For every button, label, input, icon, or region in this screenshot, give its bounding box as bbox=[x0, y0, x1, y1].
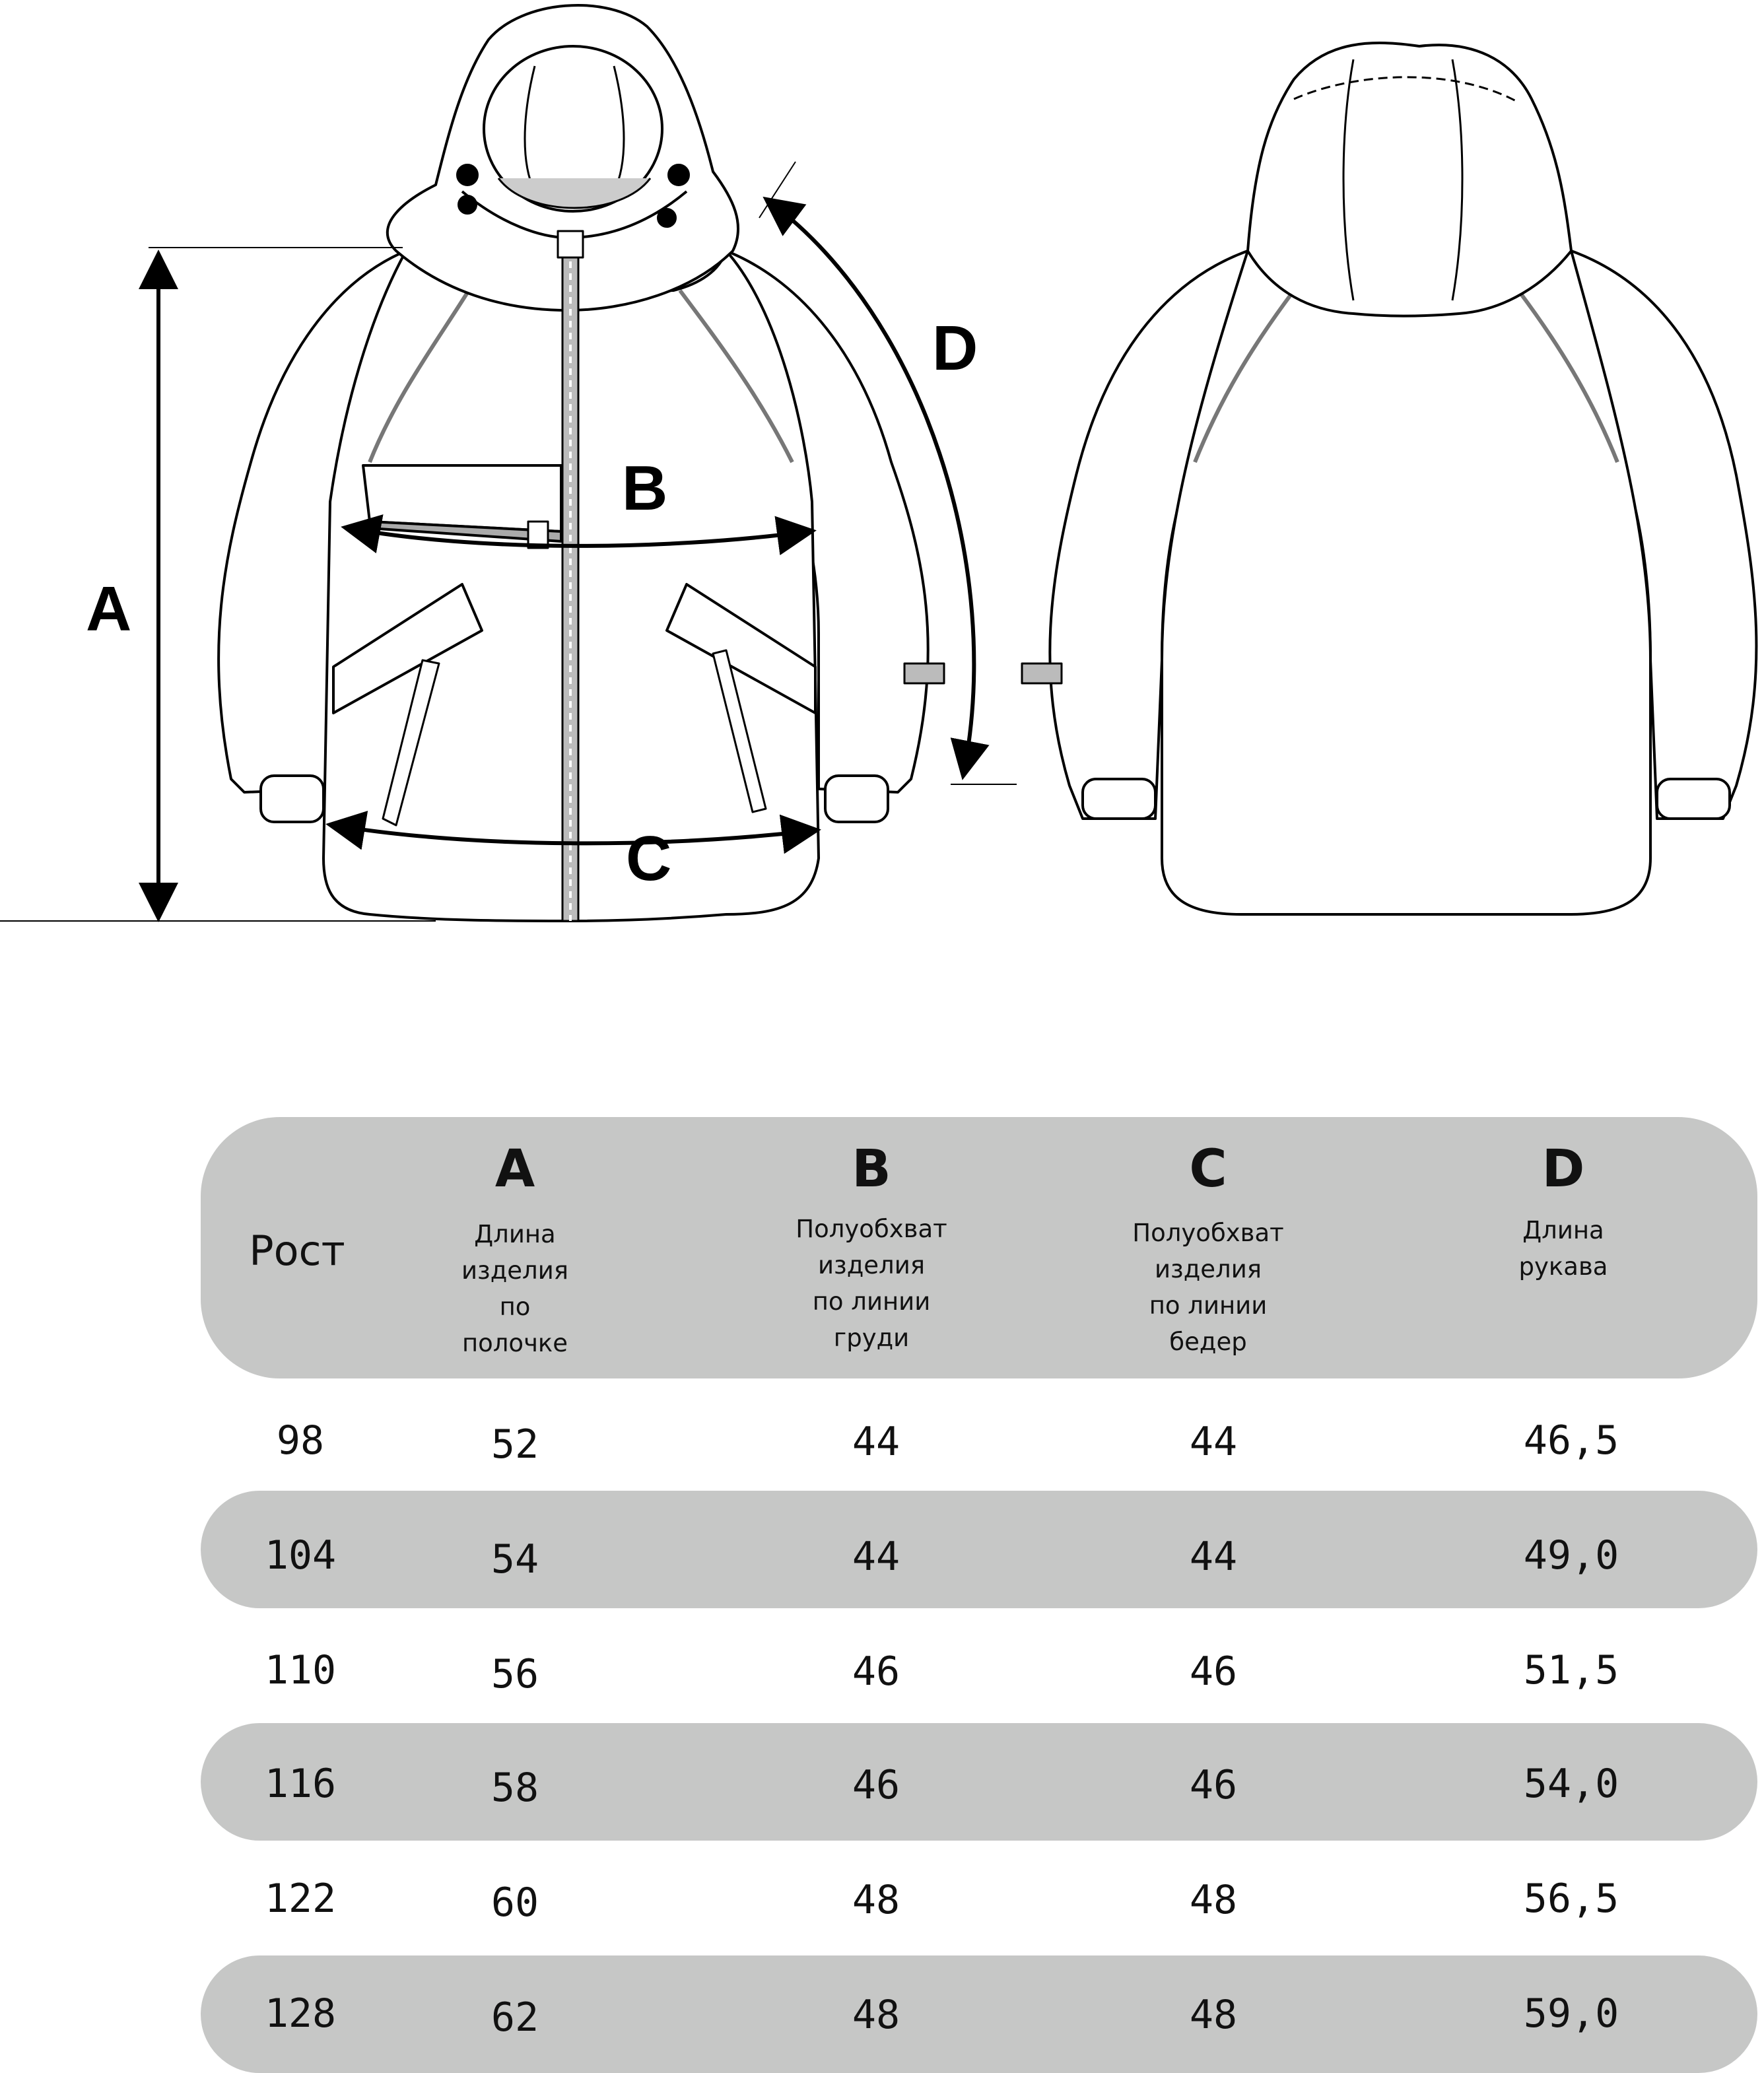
front-left-cuff bbox=[259, 774, 325, 823]
front-zipper bbox=[561, 236, 580, 922]
cell-c: 48 bbox=[1189, 1877, 1238, 1923]
back-left-cuff bbox=[1081, 778, 1157, 820]
dimension-d-label: D bbox=[932, 313, 978, 384]
cell-b: 46 bbox=[852, 1762, 900, 1808]
cell-d: 49,0 bbox=[1523, 1532, 1619, 1579]
row-band bbox=[201, 1723, 1757, 1841]
header-desc-b: Полуобхват изделия по линии груди bbox=[796, 1215, 947, 1352]
back-body bbox=[1161, 250, 1652, 916]
cell-b: 48 bbox=[852, 1877, 900, 1923]
cell-c: 46 bbox=[1189, 1762, 1238, 1808]
dimension-a-label: A bbox=[86, 574, 131, 644]
cell-c: 48 bbox=[1189, 1992, 1238, 2038]
cell-a: 58 bbox=[491, 1765, 539, 1811]
cell-c: 44 bbox=[1189, 1534, 1238, 1580]
dimension-c-arrow bbox=[325, 811, 821, 854]
back-right-cuff bbox=[1656, 778, 1731, 820]
cell-a: 60 bbox=[491, 1880, 539, 1926]
dimension-d-arrow bbox=[763, 196, 990, 780]
cell-b: 44 bbox=[852, 1534, 900, 1580]
header-desc-d: Длина рукава bbox=[1518, 1216, 1608, 1281]
measurement-lines bbox=[0, 161, 1017, 922]
cell-b: 44 bbox=[852, 1419, 900, 1465]
jacket-back-view bbox=[1021, 42, 1758, 916]
cell-a: 56 bbox=[491, 1651, 539, 1697]
cell-d: 46,5 bbox=[1523, 1417, 1619, 1464]
cell-d: 51,5 bbox=[1523, 1647, 1619, 1693]
header-height: Рост bbox=[249, 1227, 345, 1275]
cell-d: 54,0 bbox=[1523, 1761, 1619, 1807]
cell-height: 116 bbox=[264, 1761, 337, 1807]
cell-a: 62 bbox=[491, 1994, 539, 2041]
cell-c: 44 bbox=[1189, 1419, 1238, 1465]
cell-b: 48 bbox=[852, 1992, 900, 2038]
cell-a: 52 bbox=[491, 1421, 539, 1468]
dimension-b-label: B bbox=[622, 453, 667, 524]
cell-height: 128 bbox=[264, 1990, 337, 2037]
cell-d: 56,5 bbox=[1523, 1876, 1619, 1922]
header-letter-a: A bbox=[494, 1139, 535, 1199]
cell-height: 122 bbox=[264, 1876, 337, 1922]
cell-height: 98 bbox=[276, 1417, 325, 1464]
cell-height: 104 bbox=[264, 1532, 337, 1579]
header-letter-b: B bbox=[852, 1139, 891, 1199]
dimension-b-arrow bbox=[341, 514, 817, 556]
cell-b: 46 bbox=[852, 1648, 900, 1695]
header-letter-c: C bbox=[1189, 1139, 1227, 1199]
jacket-measurement-diagram: A B C D bbox=[0, 4, 1758, 922]
cell-c: 46 bbox=[1189, 1648, 1238, 1695]
header-letter-d: D bbox=[1542, 1139, 1585, 1199]
left-lower-pocket bbox=[332, 583, 483, 714]
dimension-c-label: C bbox=[626, 823, 671, 894]
header-desc-c: Полуобхват изделия по линии бедер bbox=[1132, 1219, 1284, 1356]
row-band bbox=[201, 1955, 1757, 2073]
cell-a: 54 bbox=[491, 1536, 539, 1582]
header-desc-a: Длина изделия по полочке bbox=[461, 1220, 569, 1357]
cell-height: 110 bbox=[264, 1647, 337, 1693]
cell-d: 59,0 bbox=[1523, 1990, 1619, 2037]
table-header-band bbox=[201, 1117, 1757, 1378]
back-hood bbox=[1246, 42, 1573, 318]
row-band bbox=[201, 1491, 1757, 1608]
